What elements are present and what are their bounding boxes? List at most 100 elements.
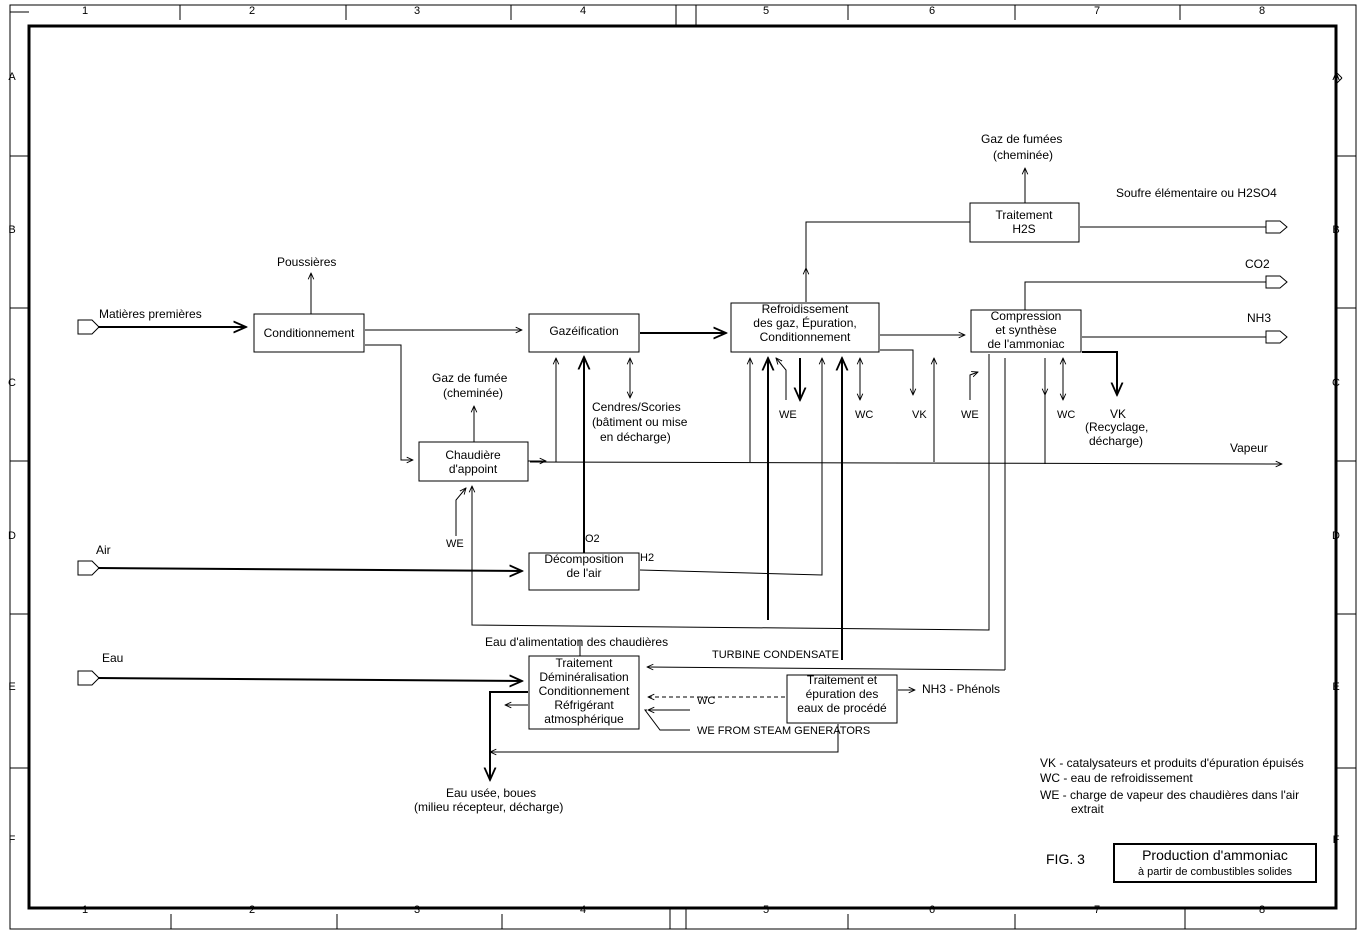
frame-col-bottom-5: 5 [763, 904, 769, 916]
label-matieres: Matières premières [99, 307, 202, 321]
frame-row-left-C: C [8, 377, 16, 389]
box-label-refroidissement-1: Refroidissement [762, 302, 849, 316]
frame-row-left-B: B [8, 224, 15, 236]
label-wc-dash: WC [697, 695, 715, 707]
frame-col-bottom-3: 3 [414, 904, 420, 916]
box-texts: Conditionnement Gazéification Refroidissem… [264, 208, 1065, 726]
box-conditionnement [253, 313, 365, 353]
box-label-refroidissement-2: des gaz, Épuration, [753, 315, 856, 330]
title-block: FIG. 3 Production d'ammoniac à partir de… [1046, 843, 1317, 883]
label-nh3-phenols: NH3 - Phénols [922, 682, 1000, 696]
label-soufre: Soufre élémentaire ou H2SO4 [1116, 186, 1277, 200]
label-vk-2-3: décharge) [1089, 434, 1143, 448]
label-gaz-fumee-chaud-2: (cheminée) [443, 386, 503, 400]
stream-labels: Matières premières Air Eau Poussières Ga… [96, 132, 1277, 814]
frame-col-top-3: 3 [414, 5, 420, 17]
label-we-steam: WE FROM STEAM GENERATORS [697, 725, 870, 737]
frame-row-left-F: F [9, 834, 16, 846]
box-label-traitement-eau-2: Déminéralisation [539, 670, 628, 684]
frame-row-right-B: B [1332, 224, 1339, 236]
label-eau-usee-2: (milieu récepteur, décharge) [414, 800, 563, 814]
box-label-traitement-eau-3: Conditionnement [539, 684, 630, 698]
label-gaz-fumee-chaud-1: Gaz de fumée [432, 371, 508, 385]
label-wc-2: WC [1057, 409, 1075, 421]
process-boxes [253, 202, 1082, 730]
frame-row-right-C: C [1332, 377, 1340, 389]
label-poussieres: Poussières [277, 255, 336, 269]
frame-col-top-6: 6 [929, 5, 935, 17]
box-label-traitement-proc-3: eaux de procédé [797, 701, 887, 715]
label-wc-1: WC [855, 409, 873, 421]
box-chaudiere [418, 441, 529, 482]
box-label-traitement-h2s-2: H2S [1012, 222, 1035, 236]
label-we-2: WE [961, 409, 979, 421]
label-cendres-3: en décharge) [600, 430, 671, 444]
frame-col-bottom-2: 2 [249, 904, 255, 916]
title-box [1113, 843, 1317, 883]
frame-col-top-5: 5 [763, 5, 769, 17]
frame-col-bottom-1: 1 [82, 904, 88, 916]
box-label-compression-2: et synthèse [995, 323, 1057, 337]
legend-we-cont: extrait [1071, 802, 1104, 816]
label-gaz-fumees-top-1: Gaz de fumées [981, 132, 1062, 146]
box-label-traitement-proc-1: Traitement et [807, 673, 878, 687]
box-label-gazeification-1: Gazéification [549, 324, 618, 338]
box-label-traitement-eau-5: atmosphérique [544, 712, 624, 726]
frame-col-bottom-7: 7 [1094, 904, 1100, 916]
frame-row-left-D: D [8, 530, 16, 542]
label-gaz-fumees-top-2: (cheminée) [993, 148, 1053, 162]
legend: VK - catalysateurs et produits d'épurati… [1040, 756, 1304, 816]
label-nh3: NH3 [1247, 311, 1271, 325]
frame-col-top-1: 1 [82, 5, 88, 17]
label-we-chaudiere: WE [446, 538, 464, 550]
label-vk-1: VK [912, 409, 927, 421]
label-air: Air [96, 543, 111, 557]
label-vk-2-1: VK [1110, 407, 1126, 421]
box-compression [970, 309, 1082, 353]
label-eau-alimentation: Eau d'alimentation des chaudières [485, 635, 668, 649]
box-label-chaudiere-1: Chaudière [445, 448, 501, 462]
frame-row-right-A: A [1332, 71, 1340, 83]
frame-col-top-8: 8 [1259, 5, 1265, 17]
frame-col-bottom-6: 6 [929, 904, 935, 916]
label-cendres-1: Cendres/Scories [592, 400, 681, 414]
legend-vk: VK - catalysateurs et produits d'épurati… [1040, 756, 1304, 770]
frame-col-top-7: 7 [1094, 5, 1100, 17]
legend-wc: WC - eau de refroidissement [1040, 771, 1193, 785]
frame-row-right-D: D [1332, 530, 1340, 542]
label-cendres-2: (bâtiment ou mise [592, 415, 688, 429]
frame-row-right-F: F [1333, 834, 1340, 846]
frame-row-right-E: E [1332, 681, 1339, 693]
box-gazeification [528, 313, 640, 353]
frame-row-left-E: E [8, 681, 15, 693]
label-co2: CO2 [1245, 257, 1270, 271]
label-turbine: TURBINE CONDENSATE [712, 649, 839, 661]
label-eau: Eau [102, 651, 123, 665]
box-decomposition [528, 552, 640, 591]
box-refroidissement [730, 302, 880, 353]
label-vapeur: Vapeur [1230, 441, 1268, 455]
box-label-decomposition-1: Décomposition [544, 552, 623, 566]
figure-number: FIG. 3 [1046, 851, 1085, 867]
box-label-compression-1: Compression [991, 309, 1062, 323]
frame-col-top-2: 2 [249, 5, 255, 17]
box-label-refroidissement-3: Conditionnement [760, 330, 851, 344]
label-o2: O2 [585, 533, 600, 545]
title-line-1: Production d'ammoniac [1142, 847, 1288, 863]
frame-col-bottom-4: 4 [580, 904, 586, 916]
box-label-traitement-eau-4: Réfrigérant [554, 698, 614, 712]
stream-terminals [77, 220, 1288, 686]
box-traitement-proc [786, 674, 898, 724]
box-traitement-h2s [969, 202, 1080, 243]
label-h2: H2 [640, 552, 654, 564]
frame-col-bottom-8: 8 [1259, 904, 1265, 916]
box-label-traitement-eau-1: Traitement [556, 656, 614, 670]
frame-col-top-4: 4 [580, 5, 586, 17]
box-label-decomposition-2: de l'air [567, 566, 602, 580]
box-label-traitement-proc-2: épuration des [806, 687, 879, 701]
box-label-conditionnement-1: Conditionnement [264, 326, 355, 340]
label-eau-usee-1: Eau usée, boues [446, 786, 536, 800]
label-vk-2-2: (Recyclage, [1085, 420, 1148, 434]
